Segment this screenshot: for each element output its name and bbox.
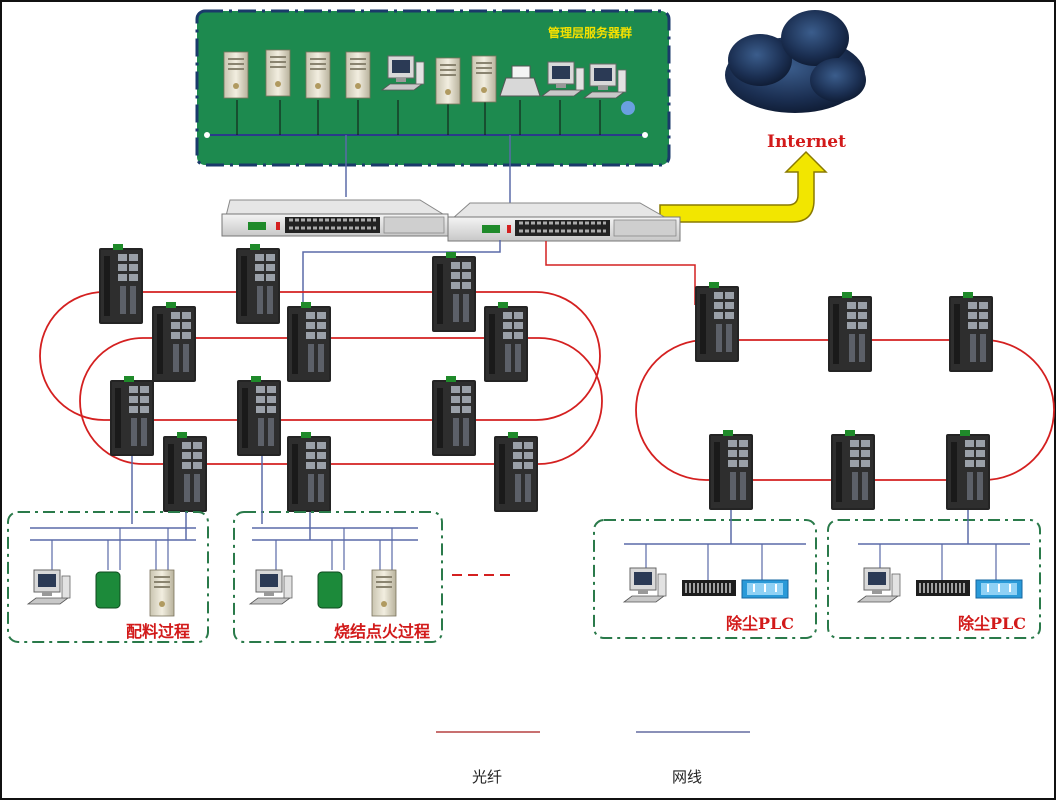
industrial-switch	[695, 282, 739, 362]
industrial-switch	[709, 430, 753, 510]
industrial-switch	[484, 302, 528, 382]
industrial-switch	[828, 292, 872, 372]
server-icon	[471, 55, 497, 103]
internet-uplink-arrow	[659, 150, 828, 223]
rack-io-icon	[681, 579, 737, 597]
server-icon	[435, 57, 461, 105]
rack-io-icon	[915, 579, 971, 597]
internet-cloud-icon	[725, 10, 866, 113]
core-switch	[447, 202, 681, 242]
industrial-switch	[152, 302, 196, 382]
industrial-switch	[287, 432, 331, 512]
industrial-switch	[99, 244, 143, 324]
io-module-icon	[317, 571, 343, 609]
internet-label: Internet	[767, 132, 846, 152]
io-module-icon	[95, 571, 121, 609]
zone-label: 除尘PLC	[958, 614, 1027, 633]
industrial-switch	[946, 430, 990, 510]
industrial-switch	[237, 376, 281, 456]
industrial-switch	[494, 432, 538, 512]
zone-label: 除尘PLC	[726, 614, 795, 633]
core-switch	[221, 199, 449, 237]
industrial-switch	[236, 244, 280, 324]
industrial-switch	[432, 252, 476, 332]
industrial-switch	[432, 376, 476, 456]
workstation-icon	[623, 567, 667, 603]
industrial-switch	[287, 302, 331, 382]
server-group-title: 管理层服务器群	[548, 26, 633, 40]
printer-icon	[499, 65, 541, 97]
server-icon	[223, 51, 249, 99]
server-icon	[371, 569, 397, 617]
zone-box	[827, 519, 1041, 639]
user-icon	[621, 101, 635, 115]
server-icons	[236, 100, 601, 135]
legend-cable-label: 网线	[672, 768, 703, 786]
fiber-ring	[39, 291, 601, 421]
zone-label: 烧结点火过程	[334, 622, 431, 641]
workstation-icon	[249, 569, 293, 605]
zone-label: 配料过程	[126, 622, 191, 641]
server-group-panel	[195, 9, 671, 167]
industrial-switch	[110, 376, 154, 456]
workstation-icon	[27, 569, 71, 605]
web-server-icon	[345, 51, 371, 99]
zone-box	[593, 519, 817, 639]
industrial-switch	[949, 292, 993, 372]
server-icon	[265, 49, 291, 97]
industrial-switch	[163, 432, 207, 512]
workstation-icon	[857, 567, 901, 603]
zone-box	[233, 511, 443, 643]
fiber-ring	[79, 337, 603, 465]
industrial-switch	[831, 430, 875, 510]
legend-fiber-label: 光纤	[472, 768, 503, 786]
plc-icon	[975, 579, 1023, 599]
plc-icon	[741, 579, 789, 599]
server-icon	[149, 569, 175, 617]
database-server-icon	[305, 51, 331, 99]
zone-box	[7, 511, 209, 643]
